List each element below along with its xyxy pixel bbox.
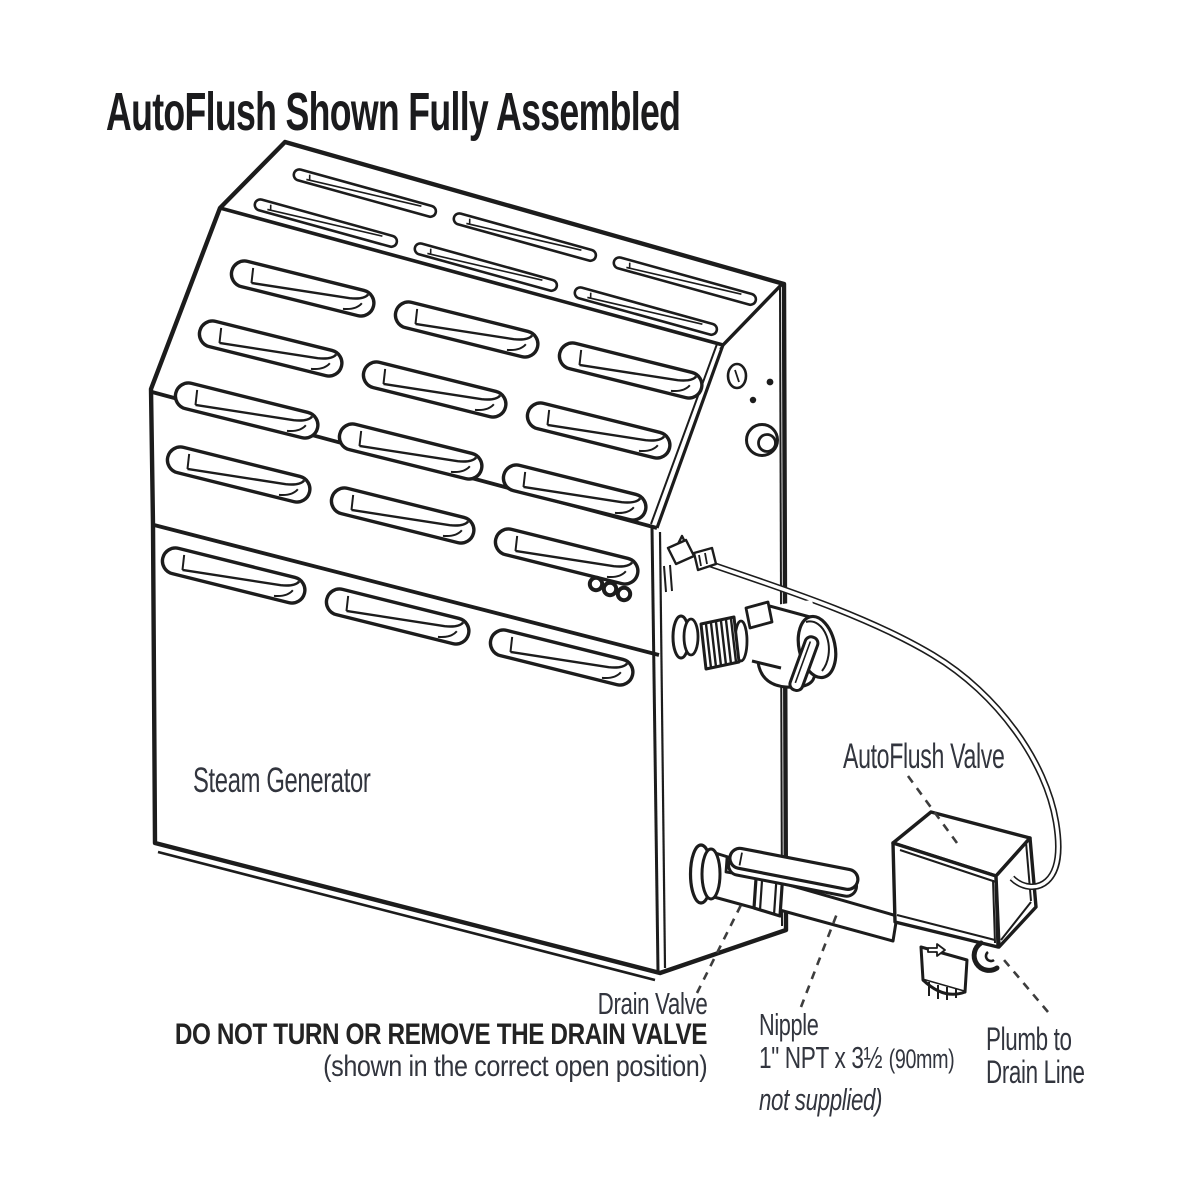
flow-arrow-icon	[927, 943, 946, 957]
leader-nipple	[799, 910, 840, 1008]
indicator-dots	[587, 575, 633, 603]
nipple-spec-text: 1" NPT x 3½	[759, 1040, 883, 1075]
drain-valve-illustration	[688, 843, 899, 943]
steam-generator-unit	[148, 139, 789, 982]
drain-valve-handle	[727, 846, 860, 898]
steam-valve-illustration	[671, 600, 838, 693]
page-title: AutoFlush Shown Fully Assembled	[106, 82, 681, 142]
knurl-hatch	[704, 618, 738, 669]
side-panel-details	[726, 362, 779, 457]
outlet-threads	[928, 982, 957, 1000]
leader-plumb-drain-line	[1003, 959, 1049, 1013]
steam-generator-label: Steam Generator	[193, 761, 371, 800]
valve-box-right	[994, 836, 1038, 949]
leader-drain-valve	[695, 902, 744, 994]
nipple-spec-mm: (90mm)	[888, 1044, 955, 1074]
plumb-to-drain-line-label2: Drain Line	[986, 1054, 1085, 1090]
nipple-label: Nipple	[759, 1007, 819, 1042]
plumb-to-drain-line-label: Plumb to	[986, 1021, 1072, 1057]
steam-valve-handle	[788, 635, 820, 693]
leader-lines	[695, 775, 1049, 1013]
drain-valve-label: Drain Valve	[597, 986, 707, 1021]
drain-port	[971, 940, 1000, 973]
autoflush-valve-illustration	[891, 810, 1038, 1000]
autoflush-cable	[705, 559, 1062, 890]
cable-bracket	[663, 534, 718, 593]
autoflush-valve-label: AutoFlush Valve	[843, 737, 1005, 776]
nipple-spec-label: 1" NPT x 3½(90mm)	[759, 1040, 955, 1075]
nipple-not-supplied-note: not supplied)	[759, 1082, 883, 1117]
drain-valve-warning: DO NOT TURN OR REMOVE THE DRAIN VALVE	[174, 1018, 708, 1051]
drain-valve-note: (shown in the correct open position)	[322, 1050, 708, 1083]
